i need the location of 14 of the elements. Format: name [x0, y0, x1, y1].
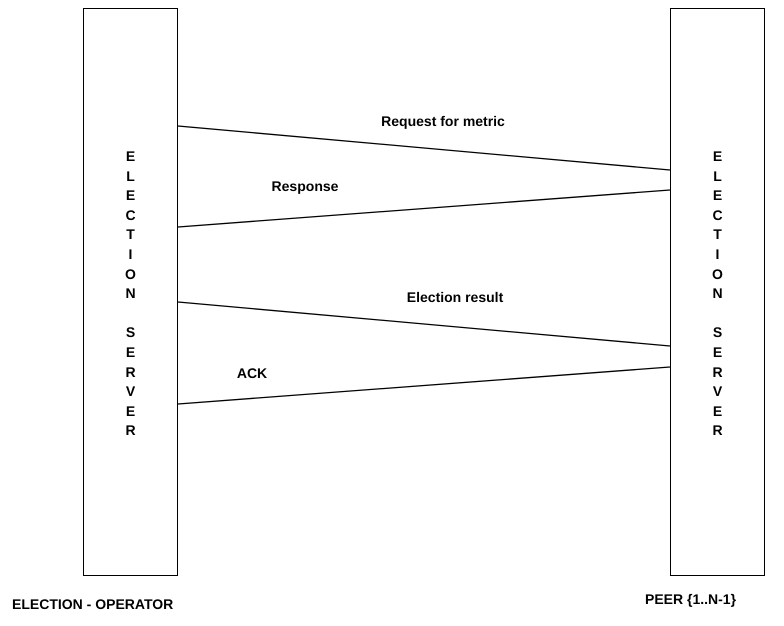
message-line — [178, 366, 670, 405]
node-label: ELECTION - OPERATOR — [12, 596, 174, 612]
edge-label: Request for metric — [379, 113, 507, 129]
message-line — [178, 301, 670, 347]
vertical-label: ELECTION SERVER — [124, 147, 136, 440]
message-line — [178, 189, 670, 228]
node-label: PEER {1..N-1} — [645, 591, 736, 607]
server-box — [83, 8, 178, 576]
edge-label: Response — [270, 178, 340, 194]
message-line — [178, 125, 670, 171]
server-box — [670, 8, 765, 576]
edge-label: ACK — [234, 365, 270, 381]
edge-label: Election result — [404, 289, 506, 305]
vertical-label: ELECTION SERVER — [712, 147, 724, 440]
